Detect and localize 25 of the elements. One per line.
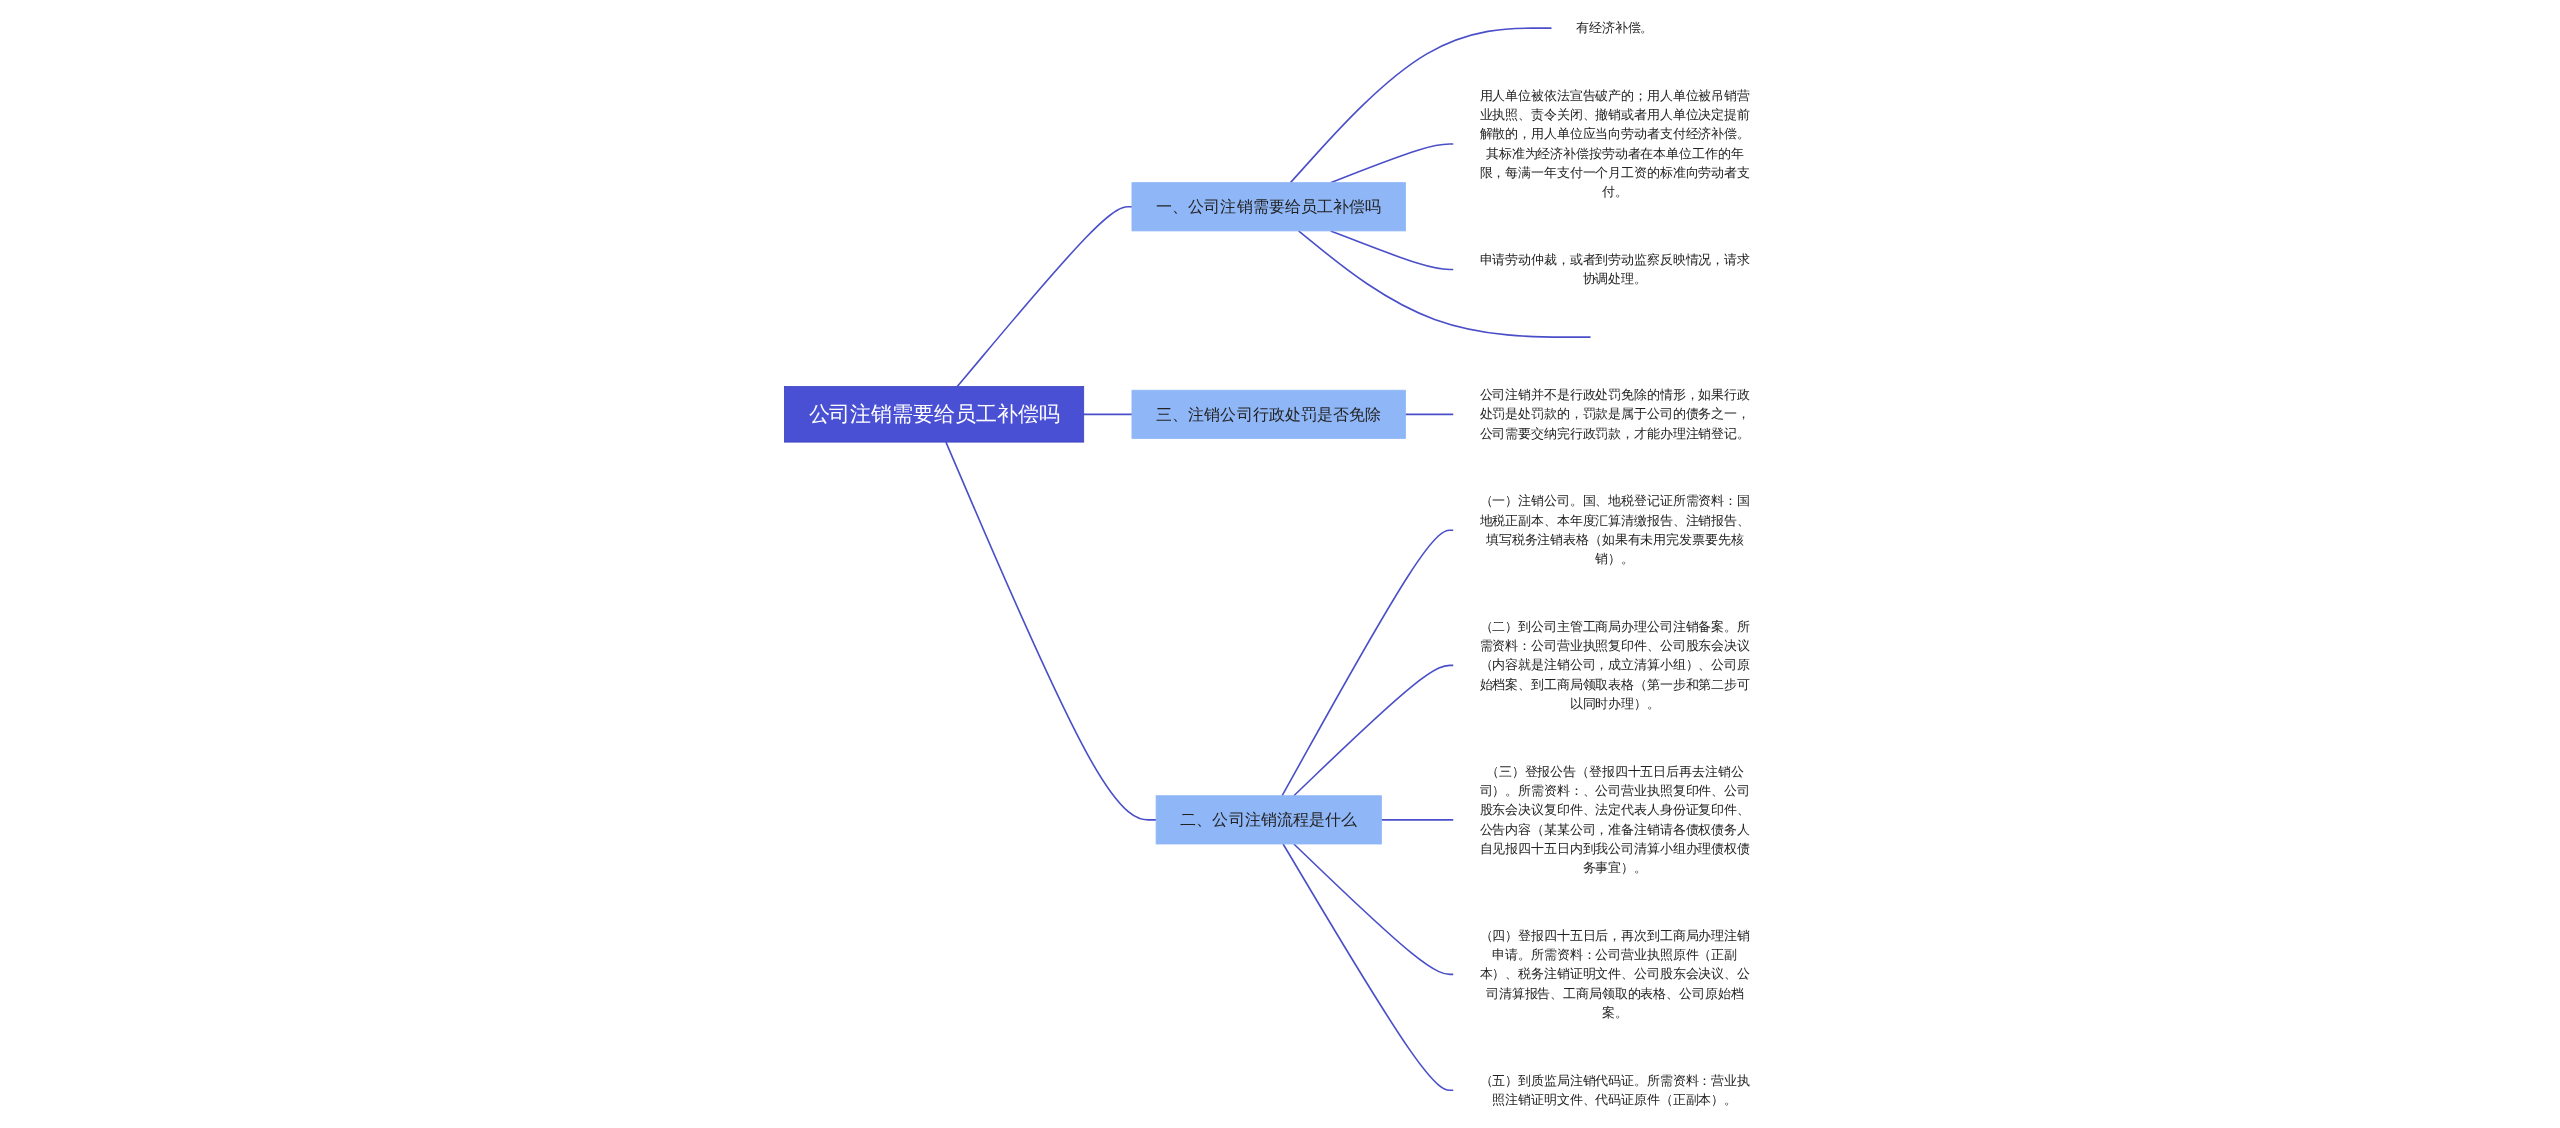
node-text: （三）登报公告（登报四十五日后再去注销公司）。所需资料：、公司营业执照复印件、公司股东会决议复印件、法定代表人身份证复印件、公告内容（某某公司，准备注销请各债权债务人自见报四十五日内到我公司清算小组办理债权债务事宜）。 <box>1479 764 1750 875</box>
node-text: （五）到质监局注销代码证。所需资料：营业执照注销证明文件、代码证原件（正副本）。 <box>1479 1073 1750 1107</box>
connector <box>945 441 1157 821</box>
connector <box>1380 819 1455 821</box>
connector <box>1281 529 1455 797</box>
node-box: 三、注销公司行政处罚是否免除 <box>1131 389 1406 439</box>
connector <box>1293 843 1455 976</box>
node-box: 公司注销需要给员工补偿吗 <box>784 386 1085 443</box>
node-text: （四）登报四十五日后，再次到工商局办理注销申请。所需资料：公司营业执照原件（正副本）、税务注销证明文件、公司股东会决议、公司清算报告、工商局领取的表格、公司原始档案。 <box>1479 928 1750 1020</box>
connector <box>956 205 1133 388</box>
node-text: （一）注销公司。国、地税登记证所需资料：国地税正副本、本年度汇算清缴报告、注销报告、填写税务注销表格（如果有未用完发票要先核销）。 <box>1479 494 1750 566</box>
connector <box>1282 843 1455 1091</box>
connector <box>1297 230 1592 338</box>
node-box: 二、公司注销流程是什么 <box>1155 795 1382 845</box>
connector <box>1404 413 1455 416</box>
connector <box>1082 413 1133 416</box>
connector <box>1329 230 1455 271</box>
node-text: 公司注销并不是行政处罚免除的情形，如果行政处罚是处罚款的，罚款是属于公司的债务之一，公司需要交纳完行政罚款，才能办理注销登记。 <box>1479 387 1750 441</box>
node-text: 用人单位被依法宣告破产的；用人单位被吊销营业执照、责令关闭、撤销或者用人单位决定提前解散的，用人单位应当向劳动者支付经济补偿。其标准为经济补偿按劳动者在本单位工作的年限，每满一年支付一个月工资的标准向劳动者支付。 <box>1479 88 1750 199</box>
node-text: 有经济补偿。 <box>1576 20 1654 35</box>
connector <box>1293 664 1455 797</box>
node-text: （二）到公司主管工商局办理公司注销备案。所需资料：公司营业执照复印件、公司股东会决议（内容就是注销公司，成立清算小组）、公司原始档案、到工商局领取表格（第一步和第二步可以同时办理）。 <box>1479 619 1750 711</box>
node-box: 一、公司注销需要给员工补偿吗 <box>1131 182 1406 232</box>
node-text: 申请劳动仲裁，或者到劳动监察反映情况，请求协调处理。 <box>1479 252 1750 286</box>
connector <box>1289 27 1553 184</box>
